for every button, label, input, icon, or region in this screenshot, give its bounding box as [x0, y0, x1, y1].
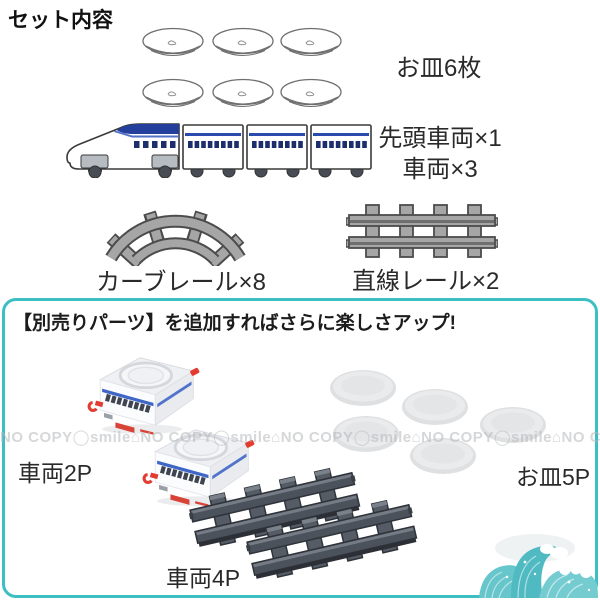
page-title: セット内容 [8, 9, 113, 32]
plate-icon [212, 78, 274, 108]
plate-icon [280, 27, 342, 57]
plate-icon [142, 78, 204, 108]
plate-icon [280, 78, 342, 108]
train-count-label: 先頭車両×1 車両×3 [364, 123, 516, 185]
addon-plate-icon [402, 389, 468, 425]
straight-rail-icon [346, 204, 498, 258]
set-plates-label: お皿6枚 [396, 55, 482, 82]
train-icon [66, 123, 372, 178]
addon-cars-4p-label: 車両4P [166, 565, 241, 591]
lead-car-count: 先頭車両×1 [378, 125, 502, 152]
addon-cars-2p-label: 車両2P [18, 460, 93, 486]
addon-heading: 【別売りパーツ】を追加すればさらに楽しさアップ! [13, 313, 456, 334]
addon-plate-icon [330, 370, 396, 406]
plate-icon [142, 27, 204, 57]
addon-plates-5p-label: お皿5P [516, 464, 591, 490]
car-count: 車両×3 [402, 156, 478, 183]
watermark-text: NO COPY◯smile⌂NO COPY◯smile⌂NO COPY◯smil… [0, 429, 600, 446]
straight-rail-label: 直線レール×2 [352, 268, 500, 295]
wave-icon [479, 534, 598, 598]
curve-rail-icon [105, 210, 246, 266]
plate-icon [212, 27, 274, 57]
curve-rail-label: カーブレール×8 [96, 269, 266, 296]
